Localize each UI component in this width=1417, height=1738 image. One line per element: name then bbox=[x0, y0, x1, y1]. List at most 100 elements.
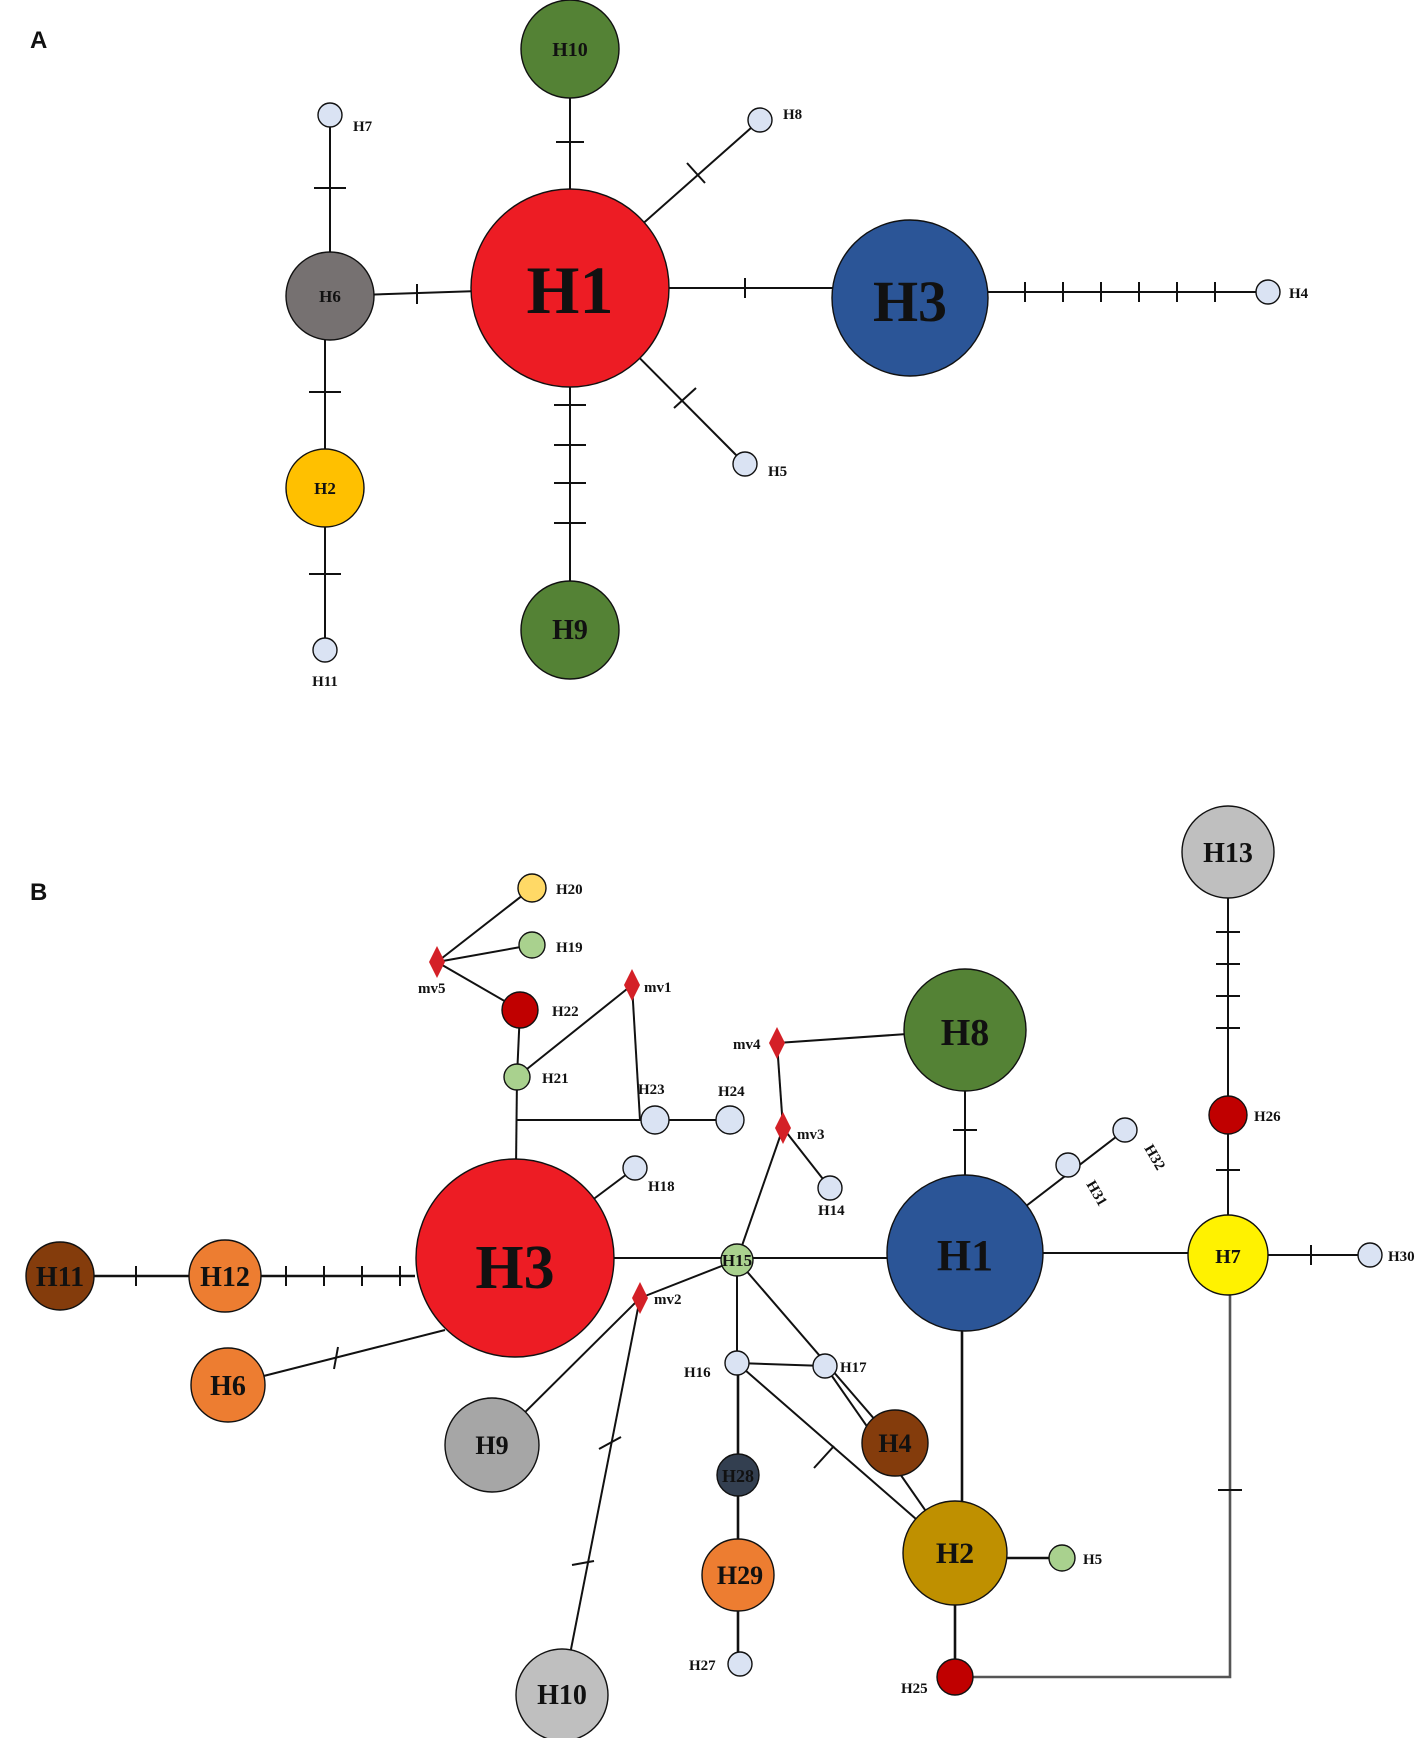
haplotype-label-h20: H20 bbox=[556, 882, 583, 898]
haplotype-label-h1: H1 bbox=[937, 1231, 993, 1280]
haplotype-node-h29 bbox=[701, 1538, 775, 1612]
edge-h16-h17 bbox=[736, 1362, 826, 1367]
haplotype-node-h22 bbox=[501, 991, 539, 1029]
haplotype-node-h5 bbox=[732, 451, 758, 477]
haplotype-label-h16: H16 bbox=[684, 1365, 711, 1381]
haplotype-node-h24 bbox=[715, 1105, 745, 1135]
haplotype-node-h26 bbox=[1208, 1095, 1248, 1135]
haplotype-label-h3: H3 bbox=[873, 269, 947, 334]
panel-a-letter: A bbox=[30, 27, 47, 54]
haplotype-node-h4 bbox=[861, 1409, 929, 1477]
haplotype-node-h16 bbox=[724, 1350, 750, 1376]
panel-a-edges bbox=[309, 90, 1268, 650]
haplotype-node-h1 bbox=[470, 188, 670, 388]
panel-a-nodes: H1 H3 H10 H9 H6 H2 H7 H8 H4 H5 H11 bbox=[285, 0, 1309, 690]
haplotype-node-h18 bbox=[622, 1155, 648, 1181]
panel-a: A bbox=[30, 0, 1309, 690]
haplotype-node-h21 bbox=[503, 1063, 531, 1091]
edge-h15-h4 bbox=[736, 1259, 896, 1444]
haplotype-label-h21: H21 bbox=[542, 1071, 569, 1087]
haplotype-node-h30 bbox=[1357, 1242, 1383, 1268]
median-vector-label-mv2: mv2 bbox=[654, 1292, 682, 1308]
haplotype-label-h6: H6 bbox=[210, 1371, 246, 1402]
haplotype-label-h5: H5 bbox=[768, 464, 787, 480]
haplotype-node-h10 bbox=[515, 1648, 609, 1738]
haplotype-label-h4: H4 bbox=[1289, 286, 1309, 302]
median-vector-mv3 bbox=[775, 1112, 791, 1144]
haplotype-label-h7: H7 bbox=[353, 119, 373, 135]
haplotype-node-h15 bbox=[720, 1243, 754, 1277]
haplotype-node-h14 bbox=[817, 1175, 843, 1201]
haplotype-label-h15: H15 bbox=[722, 1251, 752, 1270]
panel-b-letter: B bbox=[30, 879, 47, 906]
haplotype-node-h28 bbox=[716, 1453, 760, 1497]
panel-b: B bbox=[25, 805, 1415, 1738]
edge-h7-h25 bbox=[955, 1258, 1232, 1679]
haplotype-label-h9: H9 bbox=[475, 1431, 508, 1460]
edge-mv5-h20 bbox=[436, 887, 533, 963]
haplotype-node-h19 bbox=[518, 931, 546, 959]
edge-mv3-h15 bbox=[736, 1127, 784, 1261]
haplotype-node-h2 bbox=[902, 1500, 1008, 1606]
haplotype-label-h22: H22 bbox=[552, 1004, 579, 1020]
median-vector-label-mv1: mv1 bbox=[644, 980, 672, 996]
haplotype-label-h25: H25 bbox=[901, 1681, 928, 1697]
haplotype-node-h6 bbox=[285, 251, 375, 341]
mutation-ticks-h12-h3 bbox=[285, 1266, 401, 1286]
haplotype-node-h12 bbox=[188, 1239, 262, 1313]
haplotype-node-h23 bbox=[640, 1105, 670, 1135]
haplotype-node-h1 bbox=[886, 1174, 1044, 1332]
edge-mv4-mv3 bbox=[776, 1042, 784, 1129]
haplotype-label-h32: H32 bbox=[1141, 1142, 1168, 1173]
haplotype-label-h23: H23 bbox=[638, 1082, 665, 1098]
haplotype-node-h9 bbox=[520, 580, 620, 680]
haplotype-node-h31 bbox=[1055, 1152, 1081, 1178]
haplotype-label-h5: H5 bbox=[1083, 1552, 1102, 1568]
haplotype-label-h2: H2 bbox=[936, 1537, 974, 1570]
haplotype-node-h10 bbox=[520, 0, 620, 99]
median-vector-label-mv3: mv3 bbox=[797, 1127, 825, 1143]
haplotype-node-h8 bbox=[747, 107, 773, 133]
haplotype-node-h4 bbox=[1255, 279, 1281, 305]
haplotype-node-h7 bbox=[1187, 1214, 1269, 1296]
edge-mv3-h14 bbox=[782, 1127, 831, 1189]
haplotype-label-h11: H11 bbox=[36, 1262, 84, 1293]
haplotype-node-h5 bbox=[1048, 1544, 1076, 1572]
mutation-ticks-h3-h4 bbox=[1024, 282, 1216, 302]
haplotype-node-h8 bbox=[903, 968, 1027, 1092]
haplotype-label-h11: H11 bbox=[312, 674, 338, 690]
haplotype-node-h25 bbox=[936, 1658, 974, 1696]
haplotype-label-h31: H31 bbox=[1083, 1178, 1110, 1209]
haplotype-label-h13: H13 bbox=[1203, 838, 1253, 869]
haplotype-label-h27: H27 bbox=[689, 1658, 716, 1674]
haplotype-label-h1: H1 bbox=[527, 252, 614, 328]
panel-b-nodes: H3 H1 H8 H13 H7 H26 H30 H31 H32 bbox=[25, 805, 1415, 1738]
haplotype-label-h14: H14 bbox=[818, 1203, 845, 1219]
haplotype-node-h3 bbox=[831, 219, 989, 377]
haplotype-label-h3: H3 bbox=[475, 1234, 554, 1302]
mutation-tick bbox=[598, 1436, 622, 1450]
haplotype-label-h6: H6 bbox=[319, 287, 341, 306]
haplotype-label-h19: H19 bbox=[556, 940, 583, 956]
haplotype-node-h27 bbox=[727, 1651, 753, 1677]
haplotype-label-h10: H10 bbox=[552, 39, 588, 61]
haplotype-node-h7 bbox=[317, 102, 343, 128]
panel-b-median-vectors: mv1 mv2 mv3 mv4 mv5 bbox=[418, 946, 825, 1314]
median-vector-label-mv5: mv5 bbox=[418, 981, 446, 997]
mutation-tick bbox=[673, 387, 697, 409]
mutation-tick bbox=[686, 162, 706, 184]
haplotype-label-h7: H7 bbox=[1215, 1246, 1241, 1268]
haplotype-node-h11 bbox=[312, 637, 338, 663]
median-vector-mv5 bbox=[429, 946, 445, 978]
haplotype-node-h6 bbox=[190, 1347, 266, 1423]
haplotype-node-h2 bbox=[285, 448, 365, 528]
median-vector-mv1 bbox=[624, 969, 640, 1001]
haplotype-label-h12: H12 bbox=[200, 1262, 250, 1293]
haplotype-label-h24: H24 bbox=[718, 1084, 745, 1100]
mutation-ticks-h13-h26 bbox=[1216, 931, 1240, 1029]
mutation-ticks-h1-h9 bbox=[554, 404, 586, 524]
haplotype-node-h32 bbox=[1112, 1117, 1138, 1143]
median-vector-mv2 bbox=[632, 1282, 648, 1314]
haplotype-label-h8: H8 bbox=[783, 107, 802, 123]
